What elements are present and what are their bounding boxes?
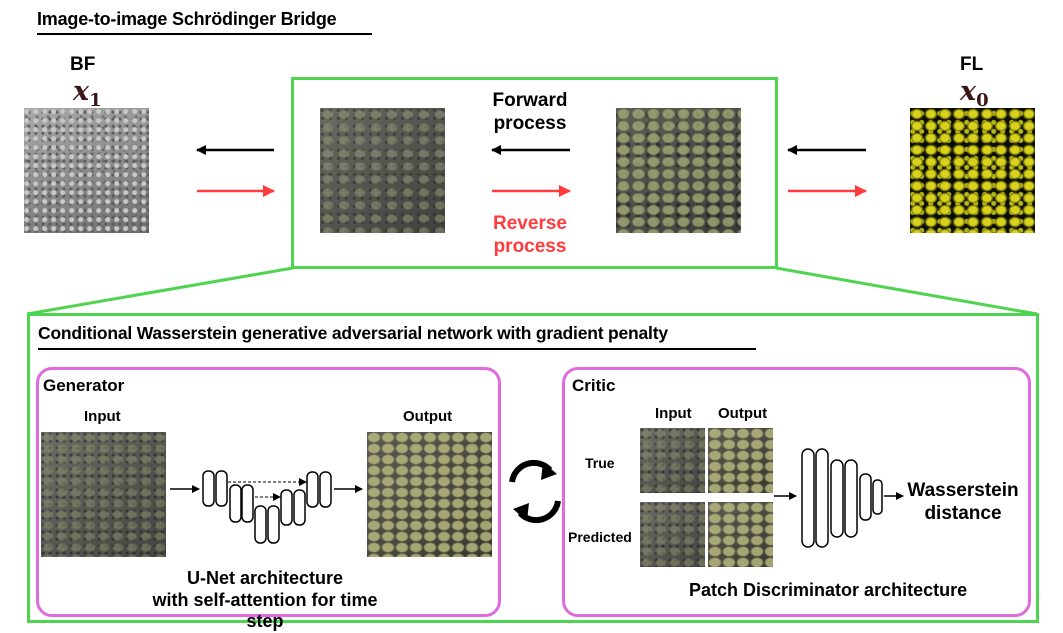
fl-variable: x0 <box>960 76 989 111</box>
critic-pred-input-image <box>640 502 705 567</box>
critic-true-label: True <box>585 455 615 471</box>
critic-predicted-label: Predicted <box>568 529 632 545</box>
cwgan-title: Conditional Wasserstein generative adver… <box>38 323 668 343</box>
critic-output-label: Output <box>718 405 768 422</box>
generator-title: Generator <box>43 376 125 395</box>
bridge-process-box <box>291 77 778 269</box>
bf-variable: x1 <box>73 76 102 111</box>
intermediate-image-near-bf <box>320 108 445 233</box>
zoom-line-right <box>775 266 1038 316</box>
intermediate-image-near-fl <box>616 108 741 233</box>
generator-input-label: Input <box>84 408 121 425</box>
bf-label: BF <box>70 54 96 75</box>
fl-image <box>910 108 1035 233</box>
critic-true-input-image <box>640 428 705 493</box>
critic-title: Critic <box>572 376 616 395</box>
critic-input-label: Input <box>655 405 692 422</box>
zoom-line-left <box>26 266 294 316</box>
bf-image <box>24 108 149 233</box>
generator-panel <box>36 367 501 617</box>
generator-input-image <box>41 432 166 557</box>
critic-pred-output-image <box>708 502 773 567</box>
generator-output-label: Output <box>403 408 453 425</box>
critic-panel <box>562 367 1031 617</box>
cwgan-title-underline <box>38 348 756 350</box>
critic-caption: Patch Discriminator architecture <box>689 580 968 600</box>
reverse-process-label: Reverse process <box>493 213 567 257</box>
sb-title: Image-to-image Schrödinger Bridge <box>37 9 337 29</box>
critic-true-output-image <box>708 428 773 493</box>
sb-title-underline <box>37 33 372 35</box>
forward-process-label: Forward process <box>492 90 568 134</box>
patch-discriminator-diagram <box>801 448 883 548</box>
fl-label: FL <box>960 54 984 75</box>
cwgan-box <box>27 313 1039 623</box>
unet-diagram <box>202 470 332 544</box>
generator-output-image <box>367 432 492 557</box>
